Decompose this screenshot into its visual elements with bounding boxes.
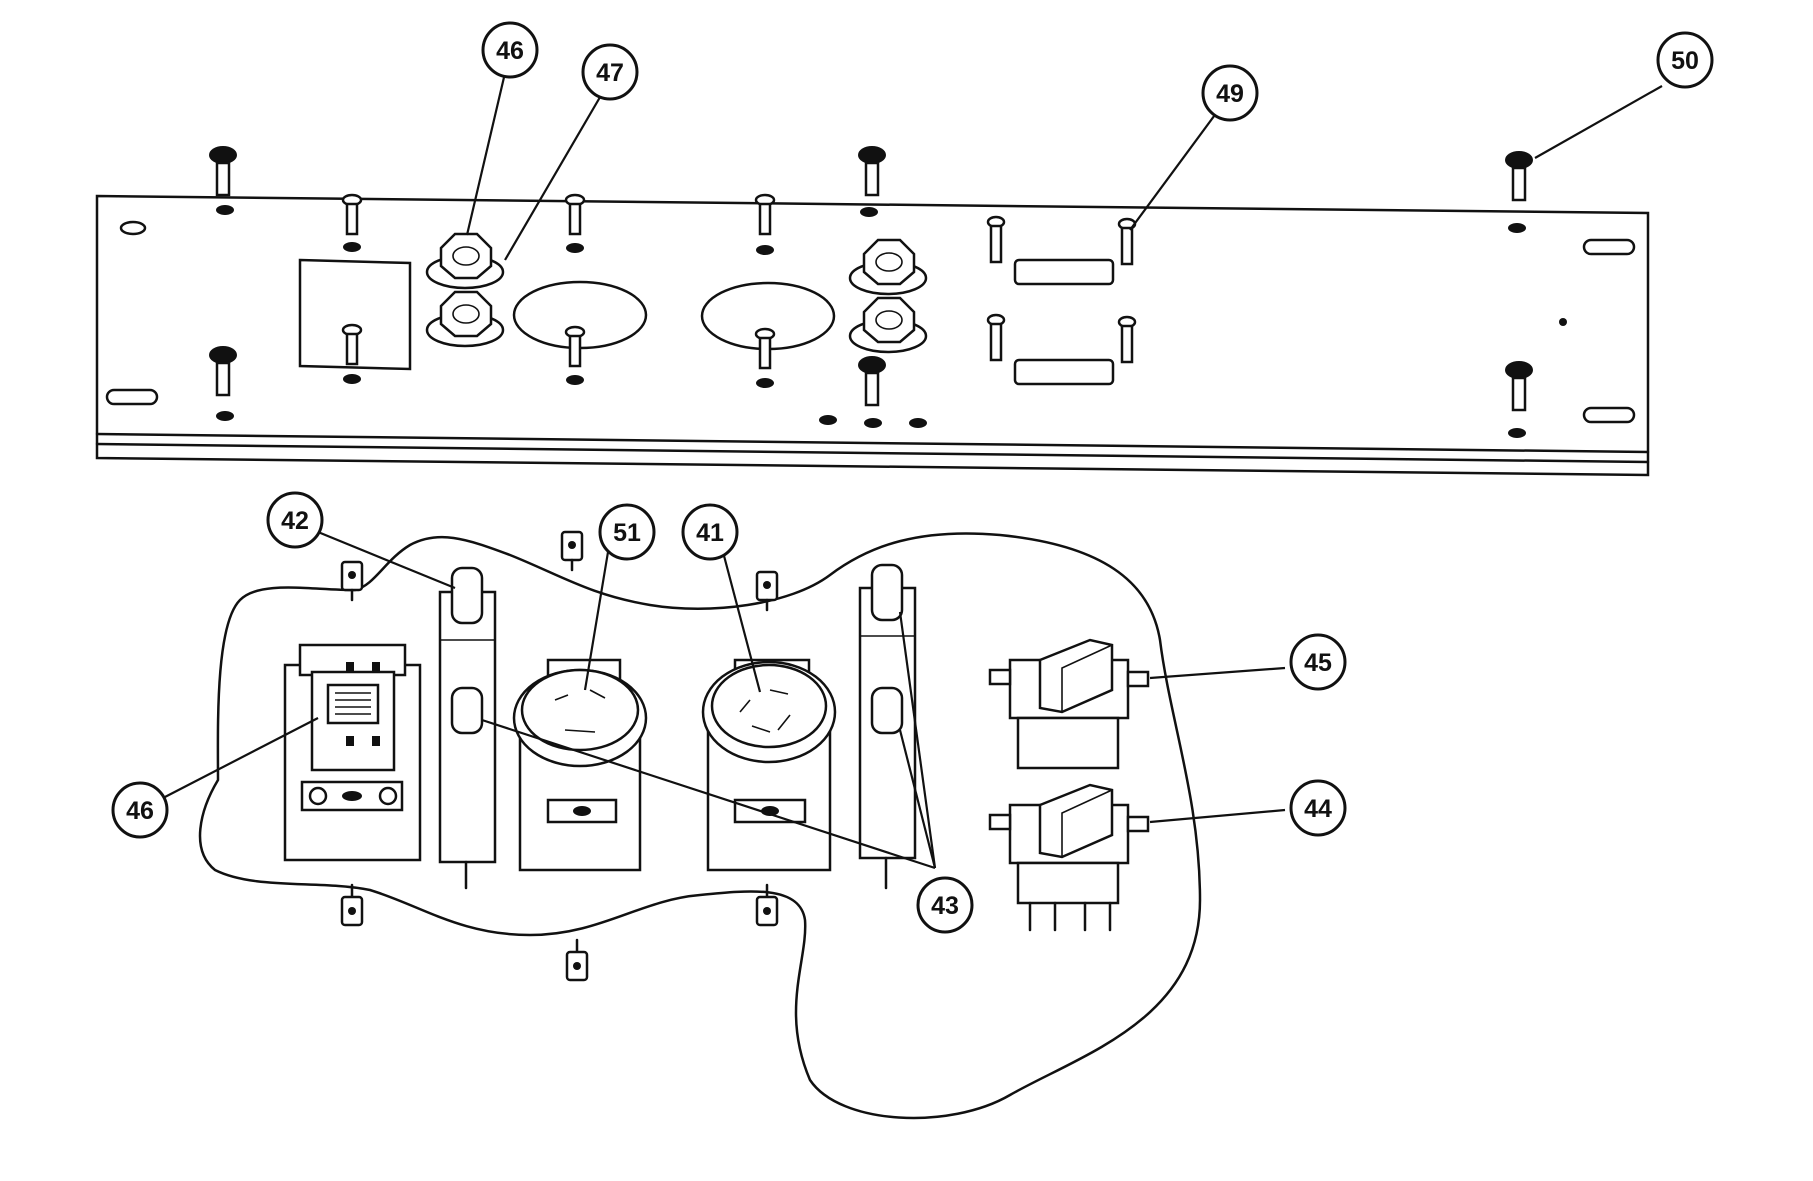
standoffs	[1013, 258, 1115, 386]
callout-50: 50	[1656, 31, 1714, 89]
callout-42: 42	[266, 491, 324, 549]
callout-label: 50	[1671, 47, 1699, 75]
callout-46-top: 46	[481, 21, 539, 79]
callout-51: 51	[598, 503, 656, 561]
callout-label: 43	[931, 892, 959, 920]
callout-47: 47	[581, 43, 639, 101]
terminal-lugs	[340, 530, 779, 982]
callout-label: 46	[126, 797, 154, 825]
duplex-receptacle	[283, 643, 422, 862]
twist-lock-receptacle-51	[512, 658, 648, 872]
callout-label: 46	[496, 37, 524, 65]
circuit-breaker-right	[858, 563, 917, 890]
callout-43: 43	[916, 876, 974, 934]
callout-45: 45	[1289, 633, 1347, 691]
callout-label: 41	[696, 519, 724, 547]
callout-41: 41	[681, 503, 739, 561]
callout-44: 44	[1289, 779, 1347, 837]
circuit-breaker-left	[438, 566, 497, 890]
callout-label: 49	[1216, 80, 1244, 108]
callout-49: 49	[1201, 64, 1259, 122]
callout-label: 42	[281, 507, 309, 535]
hex-nuts-and-washers	[425, 232, 928, 354]
callout-label: 45	[1304, 649, 1332, 677]
twist-lock-receptacle-41	[701, 658, 837, 872]
wiring-harness-loop	[198, 532, 1202, 1120]
small-screws	[341, 193, 1137, 370]
panel-screws	[209, 146, 1533, 412]
rocker-switch-45	[988, 638, 1150, 770]
callout-label: 44	[1304, 795, 1332, 823]
leader-lines	[162, 72, 1663, 870]
callout-label: 47	[596, 59, 624, 87]
callout-46-bottom: 46	[111, 781, 169, 839]
callout-label: 51	[613, 519, 641, 547]
rocker-switch-44	[988, 783, 1150, 932]
